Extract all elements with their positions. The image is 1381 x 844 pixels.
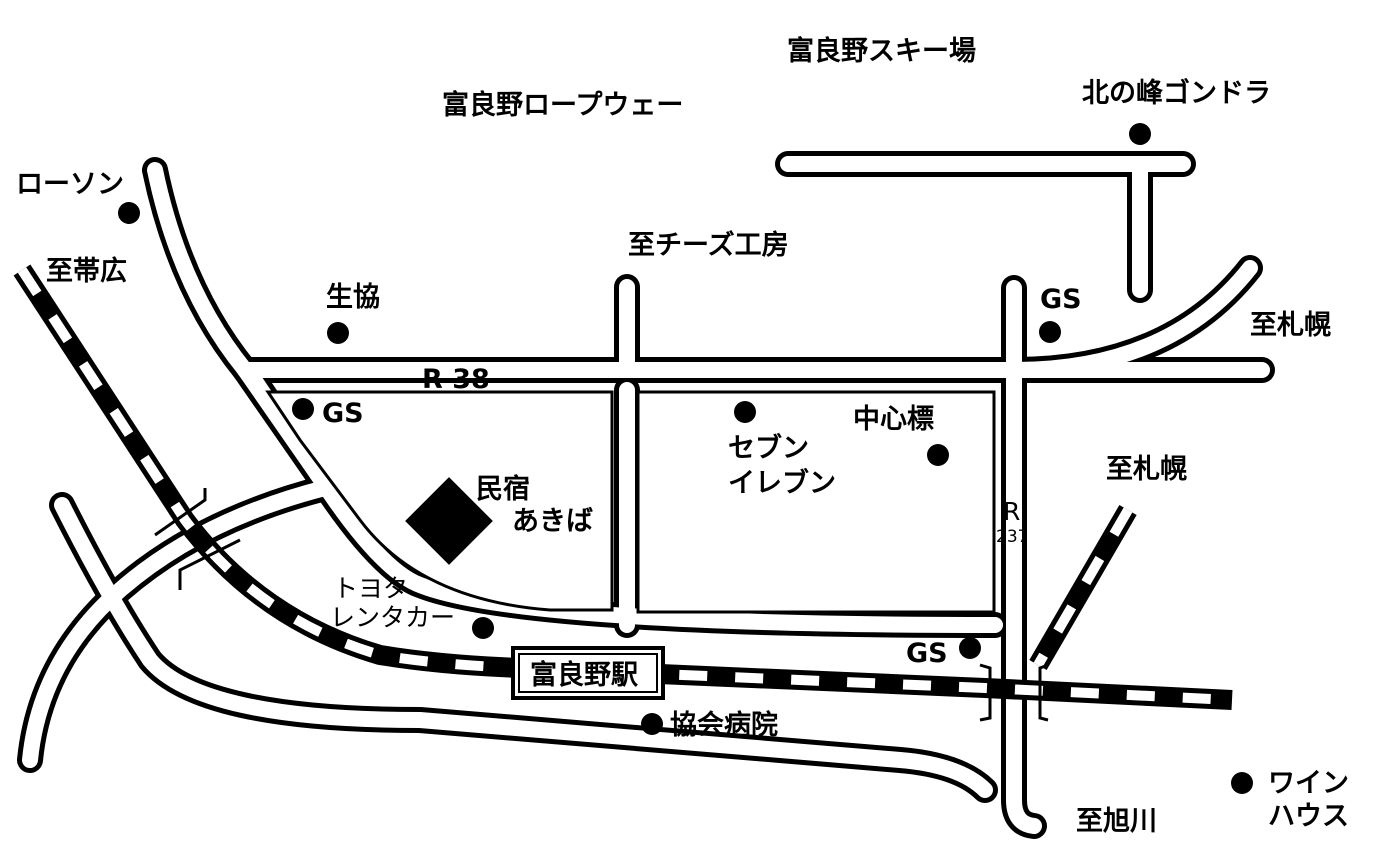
label-station: 富良野駅 [530, 659, 638, 691]
road-network [17, 151, 1275, 839]
label-gs-station: GS [906, 638, 948, 669]
label-minshuku-1: 民宿 [476, 473, 530, 505]
label-seven-2: イレブン [728, 467, 836, 499]
label-toyota-1: トヨタ [333, 574, 408, 603]
coop-dot [327, 322, 349, 344]
label-gondola: 北の峰ゴンドラ [1082, 77, 1271, 109]
map-markers [118, 123, 1253, 794]
label-hospital: 協会病院 [670, 709, 778, 741]
label-minshuku-2: あきば [512, 506, 593, 537]
gondola-dot [1129, 123, 1151, 145]
toyota-dot [472, 617, 494, 639]
center-mark-dot [927, 444, 949, 466]
railway-lines [13, 264, 1233, 722]
label-to-cheese: 至チーズ工房 [628, 229, 789, 261]
label-route237-r: R [1003, 497, 1020, 526]
gs-north-dot [1039, 321, 1061, 343]
gs-west-dot [292, 398, 314, 420]
minshuku-building-icon [405, 477, 493, 565]
label-to-asahikawa: 至旭川 [1076, 806, 1157, 837]
label-wine-1: ワイン [1268, 768, 1349, 799]
map-labels: 富良野スキー場 富良野ロープウェー 北の峰ゴンドラ ローソン 至帯広 生協 至チ… [16, 35, 1349, 837]
label-center-mark: 中心標 [853, 404, 934, 435]
hospital-dot [641, 713, 663, 735]
label-to-sapporo-2: 至札幌 [1106, 454, 1187, 485]
lawson-dot [118, 202, 140, 224]
label-wine-2: ハウス [1268, 801, 1349, 832]
label-ski-area: 富良野スキー場 [787, 35, 976, 67]
label-seven-1: セブン [728, 432, 809, 464]
label-ropeway: 富良野ロープウェー [442, 89, 683, 121]
label-gs-west: GS [322, 398, 364, 429]
station-box [511, 646, 665, 700]
label-route38: R 38 [422, 364, 490, 395]
seven-eleven-dot [734, 401, 756, 423]
label-lawson: ローソン [16, 169, 124, 200]
label-to-obihiro: 至帯広 [46, 255, 127, 287]
gs-station-dot [959, 637, 981, 659]
label-coop: 生協 [326, 282, 380, 313]
label-to-sapporo-1: 至札幌 [1250, 310, 1331, 341]
label-gs-north: GS [1040, 284, 1082, 315]
label-route237-n: 237 [996, 527, 1028, 547]
wine-house-dot [1231, 772, 1253, 794]
block-center [636, 390, 996, 614]
label-toyota-2: レンタカー [330, 603, 455, 632]
